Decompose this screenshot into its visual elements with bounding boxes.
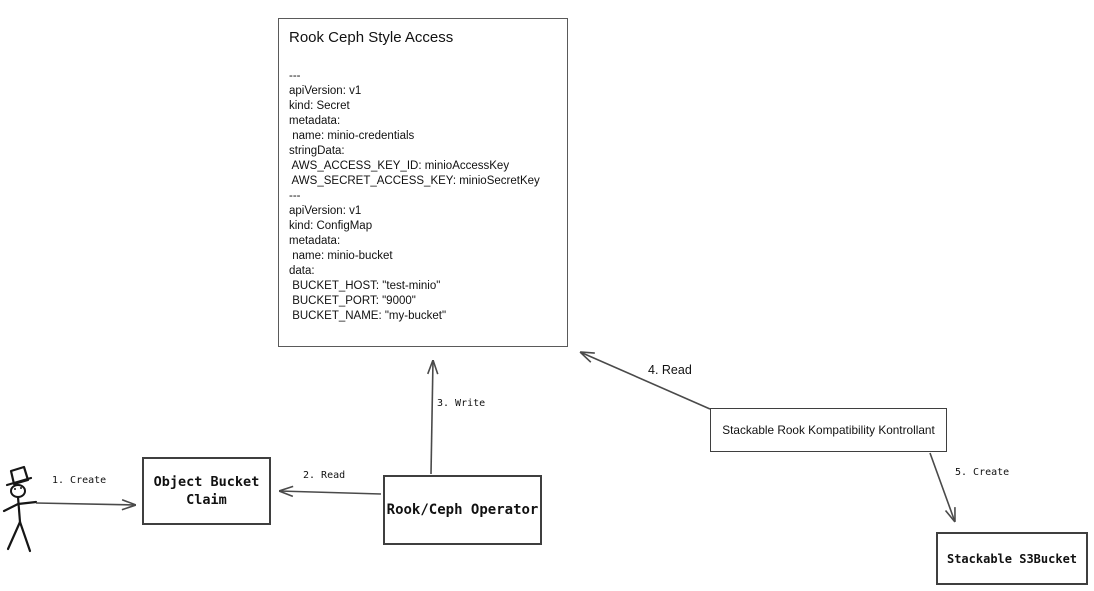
yaml-box-title: Rook Ceph Style Access bbox=[289, 29, 454, 46]
yaml-manifest-content: --- apiVersion: v1 kind: Secret metadata… bbox=[289, 70, 540, 322]
node-object-bucket-claim: Object Bucket Claim bbox=[142, 457, 271, 525]
yaml-manifest-box: Rook Ceph Style Access --- apiVersion: v… bbox=[278, 18, 568, 347]
edge-label-create-s3bucket: 5. Create bbox=[955, 467, 1010, 478]
arrow-4-read bbox=[580, 352, 711, 410]
edge-label-write-secret: 3. Write bbox=[437, 398, 486, 409]
node-stackable-s3bucket: Stackable S3Bucket bbox=[936, 532, 1088, 585]
node-rook-ceph-operator: Rook/Ceph Operator bbox=[383, 475, 542, 545]
stick-figure-icon bbox=[2, 465, 38, 553]
edge-label-read-secret: 4. Read bbox=[648, 363, 692, 377]
edge-label-read-obc: 2. Read bbox=[303, 470, 346, 481]
edge-label-create-obc: 1. Create bbox=[52, 475, 107, 486]
node-stackable-rook-kompatibility-kontrollant: Stackable Rook Kompatibility Kontrollant bbox=[710, 408, 947, 452]
arrow-1-create bbox=[35, 503, 136, 505]
arrow-3-write bbox=[431, 360, 433, 475]
arrow-5-create bbox=[929, 452, 955, 522]
arrow-2-read bbox=[279, 491, 382, 494]
